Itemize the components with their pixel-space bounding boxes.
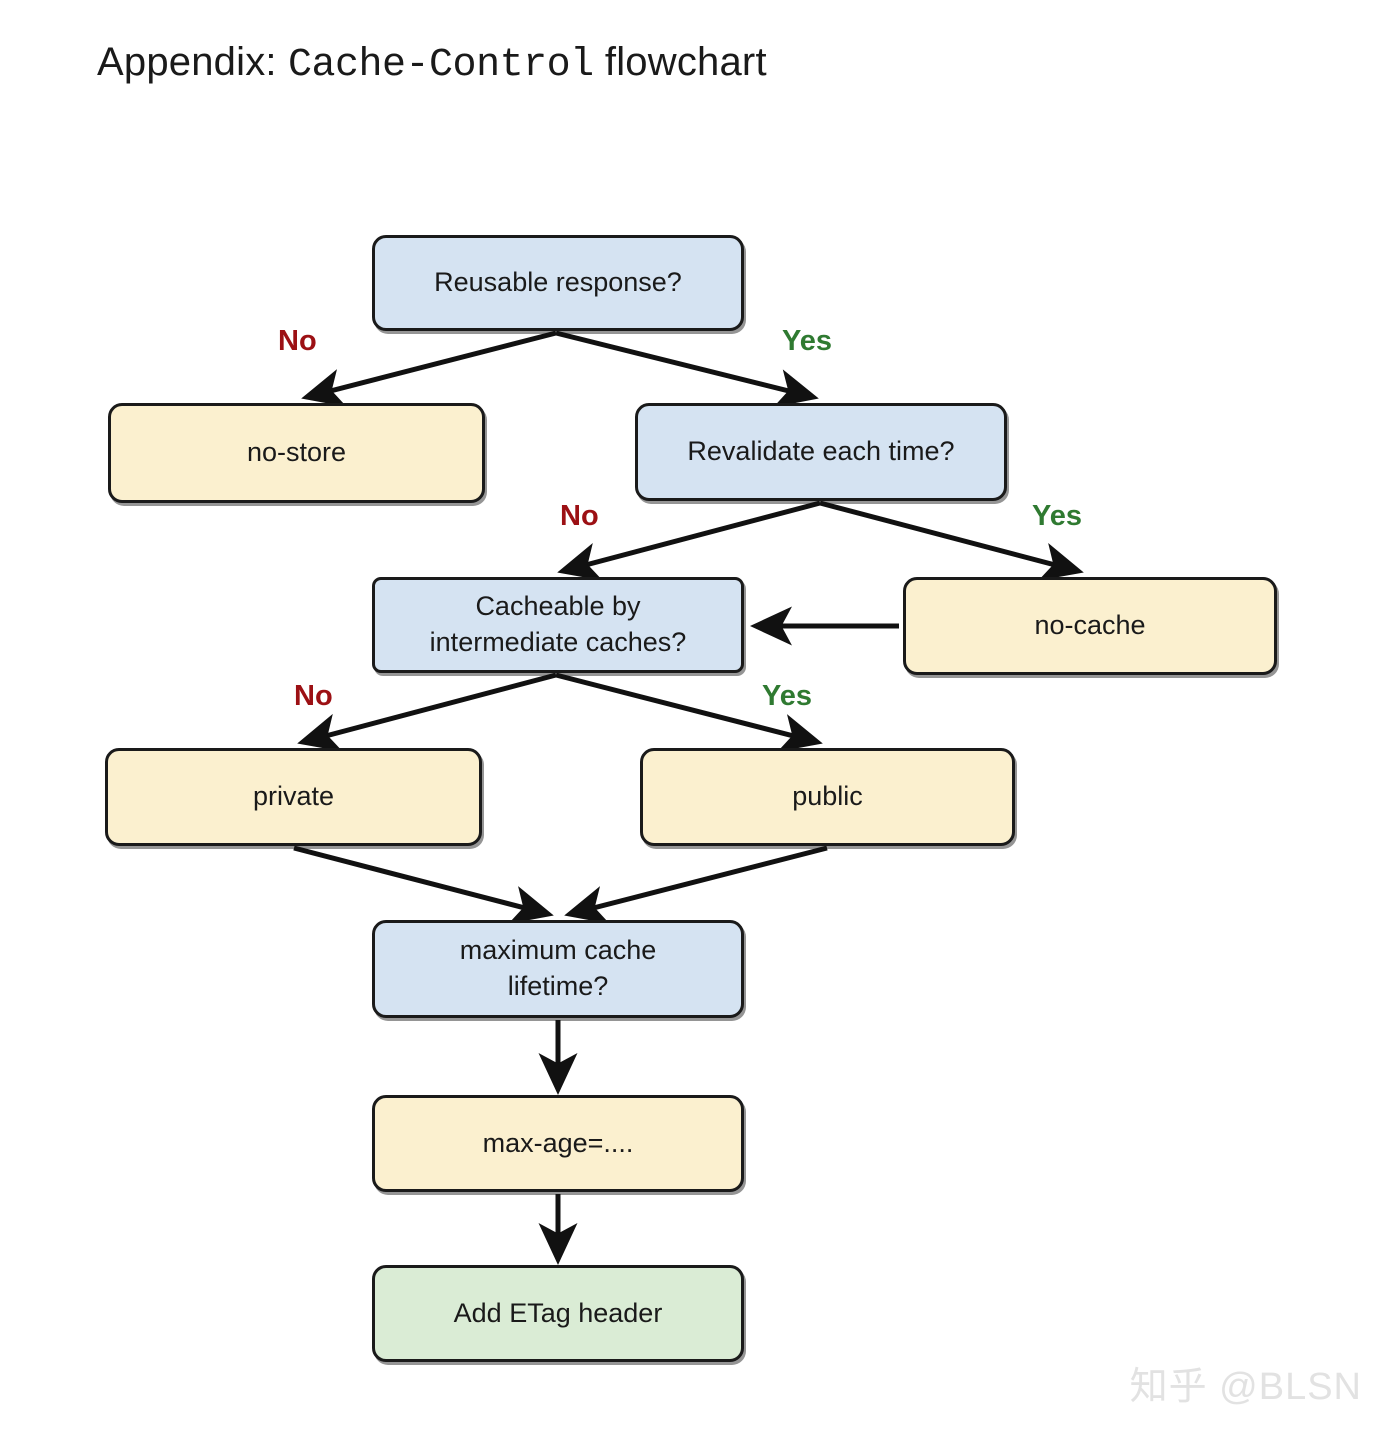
- edge-public-max-lifetime: [564, 845, 828, 924]
- title-suffix: flowchart: [593, 40, 767, 84]
- title-code-token: Cache-Control: [288, 43, 594, 88]
- node-label: no-cache: [1034, 610, 1146, 641]
- node-public[interactable]: public: [640, 748, 1015, 846]
- node-label: Reusable response?: [434, 267, 682, 298]
- node-label: private: [252, 781, 335, 812]
- node-no-store[interactable]: no-store: [108, 403, 485, 503]
- node-add-etag-header[interactable]: Add ETag header: [372, 1265, 744, 1362]
- node-label: no-store: [246, 437, 347, 468]
- node-label: public: [792, 781, 863, 812]
- edge-revalidate-cacheable: [557, 500, 821, 581]
- page-title: Appendix: Cache-Control flowchart: [97, 40, 767, 88]
- node-label: max-age=....: [482, 1127, 634, 1158]
- title-prefix: Appendix:: [97, 40, 289, 84]
- node-label: Cacheable by intermediate caches?: [429, 591, 687, 657]
- edge-label-yes-reusable: Yes: [782, 325, 832, 357]
- node-max-age[interactable]: max-age=....: [372, 1095, 744, 1192]
- node-label: Add ETag header: [453, 1297, 663, 1328]
- edge-reusable-revalidate: [555, 330, 819, 408]
- node-reusable-response[interactable]: Reusable response?: [372, 235, 744, 331]
- node-maximum-cache-lifetime[interactable]: maximum cache lifetime?: [372, 920, 744, 1018]
- watermark: 知乎 @BLSN: [1129, 1366, 1362, 1408]
- node-label: Revalidate each time?: [687, 436, 955, 467]
- edge-label-yes-cacheable: Yes: [762, 680, 812, 712]
- node-revalidate-each-time[interactable]: Revalidate each time?: [635, 403, 1007, 501]
- node-private[interactable]: private: [105, 748, 482, 846]
- edge-reusable-no-store: [301, 330, 557, 407]
- node-label: maximum cache lifetime?: [459, 935, 657, 1001]
- edge-label-no-reusable: No: [278, 325, 317, 357]
- edge-cacheable-private: [297, 672, 557, 752]
- edge-label-no-revalidate: No: [560, 500, 599, 532]
- node-no-cache[interactable]: no-cache: [903, 577, 1277, 675]
- edge-private-max-lifetime: [293, 845, 554, 924]
- edge-label-no-cacheable: No: [294, 680, 333, 712]
- node-cacheable-by-intermediate-caches[interactable]: Cacheable by intermediate caches?: [372, 577, 744, 673]
- edge-label-yes-revalidate: Yes: [1032, 500, 1082, 532]
